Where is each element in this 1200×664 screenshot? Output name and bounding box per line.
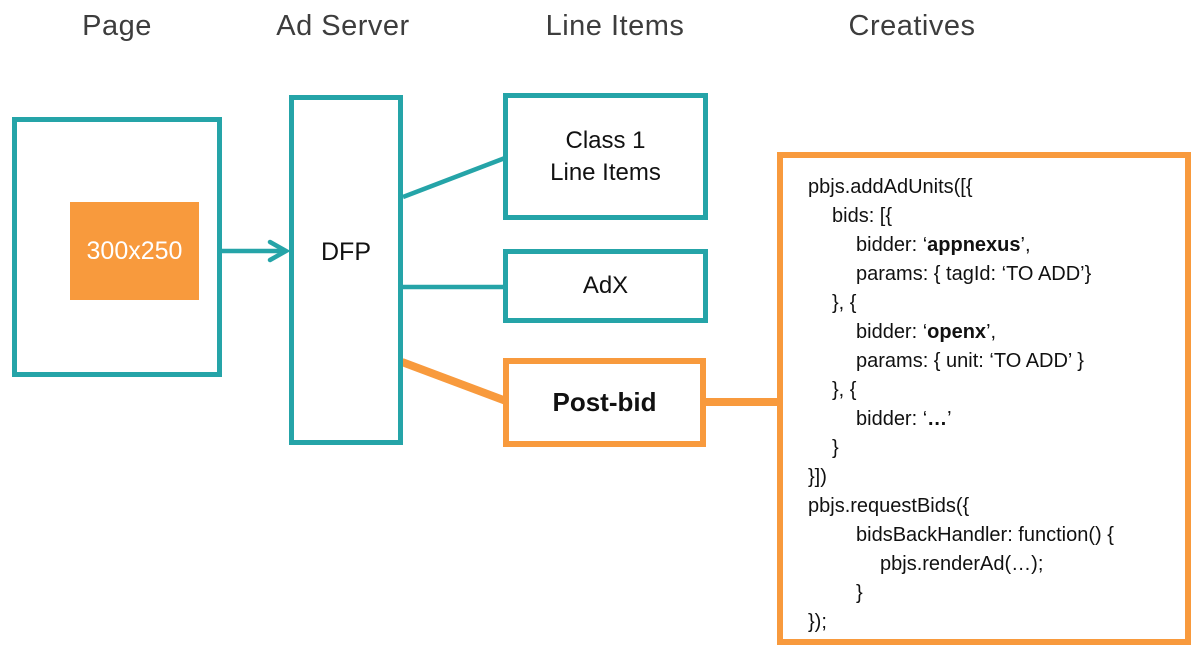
code-line: bids: [{: [832, 205, 893, 227]
post-bid-label: Post-bid: [552, 387, 657, 417]
code-line: }: [856, 582, 863, 604]
code-line: pbjs.requestBids({: [808, 495, 970, 517]
code-line: bidder: ‘…’: [856, 408, 952, 430]
code-line: }, {: [832, 292, 857, 314]
post-bid-box: Post-bid: [503, 358, 706, 447]
column-header-ad-server: Ad Server: [276, 10, 410, 42]
adx-box: AdX: [503, 249, 708, 323]
arrowhead-icon: [267, 239, 291, 263]
column-header-creatives: Creatives: [848, 10, 976, 42]
dfp-label: DFP: [321, 237, 371, 266]
code-line: pbjs.renderAd(…);: [880, 553, 1044, 575]
code-line: }]): [808, 466, 827, 488]
column-header-page: Page: [82, 10, 152, 42]
code-line: params: { unit: ‘TO ADD’ }: [856, 350, 1084, 372]
code-line: bidsBackHandler: function() {: [856, 524, 1114, 546]
creatives-code-box: pbjs.addAdUnits([{ bids: [{ bidder: ‘appne…: [777, 152, 1191, 645]
code-line: bidder: ‘openx’,: [856, 321, 997, 343]
code-line: params: { tagId: ‘TO ADD’}: [856, 263, 1092, 285]
connector-dfp-to-class1: [402, 155, 506, 200]
adx-label: AdX: [582, 272, 629, 299]
code-line: pbjs.addAdUnits([{: [808, 176, 973, 198]
code-line: });: [808, 611, 827, 633]
code-line: }: [832, 437, 839, 459]
column-header-line-items: Line Items: [545, 10, 685, 42]
ad-slot-label: 300x250: [86, 236, 183, 265]
creatives-code: pbjs.addAdUnits([{ bids: [{ bidder: ‘appne…: [783, 158, 1185, 639]
class1-line-items-box: Class 1 Line Items: [503, 93, 708, 220]
class1-line-items-label: Class 1 Line Items: [550, 126, 661, 186]
connector-dfp-to-postbid: [400, 358, 508, 405]
code-line: }, {: [832, 379, 857, 401]
code-line: bidder: ‘appnexus’,: [856, 234, 1031, 256]
dfp-box: DFP: [289, 95, 403, 445]
ad-slot-box: 300x250: [70, 202, 199, 300]
